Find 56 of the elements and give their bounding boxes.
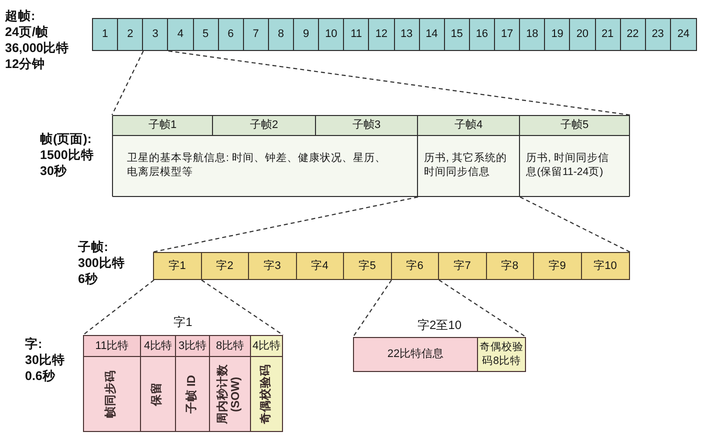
side-caption: 36,000比特 <box>5 40 70 56</box>
side-caption: 子帧: <box>78 239 108 255</box>
table-heading: 字2至10 <box>417 318 462 334</box>
bit-count-header: 4比特 <box>250 335 283 357</box>
field-name: 子帧 ID <box>186 374 199 414</box>
subframe-header: 子帧3 <box>316 116 418 136</box>
page-segment: 13 <box>394 19 420 50</box>
field-column <box>175 356 210 432</box>
field-name: 奇偶校验码 <box>260 364 273 424</box>
side-caption: 1500比特 <box>40 147 94 163</box>
page-segment: 14 <box>420 19 445 50</box>
bit-count-header: 4比特 <box>140 335 176 357</box>
bit-count-header: 8比特 <box>209 335 251 357</box>
side-caption: 30秒 <box>40 163 67 179</box>
expansion-line <box>168 50 630 116</box>
bit-count-header: 11比特 <box>83 335 141 357</box>
field-name: 帧同步码 <box>105 370 118 418</box>
side-caption: 0.6秒 <box>25 368 56 384</box>
superframe-strip <box>92 18 697 51</box>
page-segment: 21 <box>596 19 621 50</box>
word-segment: 字4 <box>296 253 344 279</box>
table-heading: 字1 <box>174 315 192 331</box>
field-column <box>250 356 283 432</box>
side-caption: 帧(页面): <box>40 131 92 147</box>
page-segment: 22 <box>620 19 646 50</box>
info-bits-segment: 22比特信息 <box>353 337 478 372</box>
side-caption: 300比特 <box>78 255 125 271</box>
word-segment: 字2 <box>202 253 249 279</box>
side-caption: 超帧: <box>5 8 36 24</box>
page-segment: 6 <box>218 19 244 50</box>
expansion-line <box>352 280 392 338</box>
expansion-line <box>438 280 526 338</box>
expansion-line <box>112 50 144 116</box>
frame-table <box>112 115 630 197</box>
side-caption: 12分钟 <box>5 56 45 72</box>
field-column <box>83 356 141 432</box>
side-caption: 6秒 <box>78 271 98 287</box>
subframe-header: 子帧1 <box>113 116 213 136</box>
subframe-header: 子帧2 <box>213 116 316 136</box>
expansion-line <box>152 196 418 253</box>
subframe-strip <box>153 252 630 280</box>
expansion-line <box>520 196 630 252</box>
field-name: 保留 <box>151 382 164 406</box>
word-segment: 字6 <box>392 253 439 279</box>
field-name: 周内秒计数 (SOW) <box>216 363 243 426</box>
expansion-line <box>82 280 154 336</box>
side-caption: 30比特 <box>25 352 65 368</box>
subframe-header: 子帧5 <box>520 116 629 136</box>
parity-segment: 奇偶校验码8比特 <box>477 337 526 372</box>
side-caption: 字: <box>25 336 42 352</box>
bit-count-header: 3比特 <box>175 335 210 357</box>
subframe-header: 子帧4 <box>418 116 520 136</box>
side-caption: 24页/帧 <box>5 24 48 40</box>
field-column <box>209 356 251 432</box>
expansion-line <box>201 280 284 336</box>
field-column <box>140 356 176 432</box>
